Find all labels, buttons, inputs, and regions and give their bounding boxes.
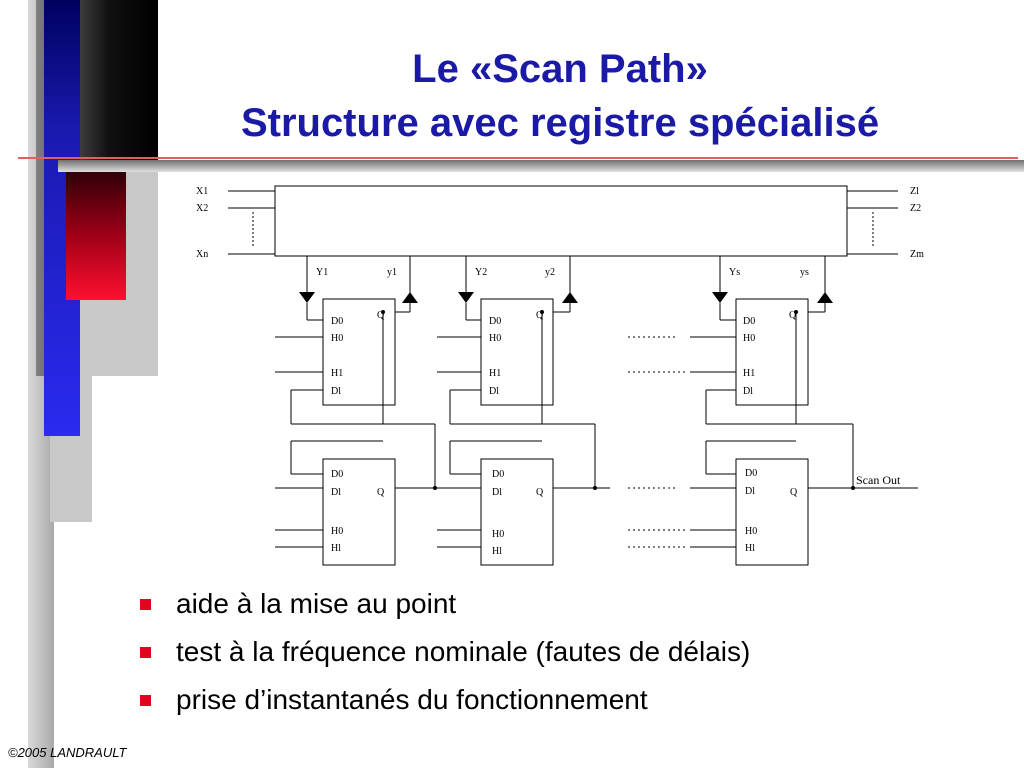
label-x2: X2	[196, 203, 208, 214]
label-scan-out: Scan Out	[856, 473, 901, 487]
ff-bottom-3-Q: Q	[790, 487, 798, 498]
ff-top-3-Dl: Dl	[743, 386, 753, 397]
label-y2: y2	[545, 267, 555, 278]
arrow-up-y2	[562, 292, 578, 303]
bullet-item: test à la fréquence nominale (fautes de …	[140, 628, 750, 676]
label-x1: X1	[196, 186, 208, 197]
bullet-square-icon	[140, 695, 151, 706]
ff-top-3-Q: Q	[789, 310, 797, 321]
ff-top-1-H1: H1	[331, 368, 343, 379]
bullet-item: aide à la mise au point	[140, 580, 750, 628]
label-xn: Xn	[196, 249, 208, 260]
combinational-block	[274, 185, 848, 257]
label-zm: Zm	[910, 249, 924, 260]
ff-bottom-2-Hl: Hl	[492, 546, 502, 557]
ff-bottom-1-D0: D0	[331, 469, 343, 480]
ff-bottom-3-H0: H0	[745, 526, 757, 537]
slide-title-line2: Structure avec registre spécialisé	[240, 101, 880, 145]
ff-bottom-2-Dl: Dl	[492, 487, 502, 498]
ff-bottom-1-Q: Q	[377, 487, 385, 498]
ff-top-3-H0: H0	[743, 333, 755, 344]
arrow-up-y1	[402, 292, 418, 303]
label-Y1: Y1	[316, 267, 328, 278]
ff-bottom-2-D0: D0	[492, 469, 504, 480]
arrow-up-ys	[817, 292, 833, 303]
bullet-square-icon	[140, 599, 151, 610]
ff-bottom-2-Q: Q	[536, 487, 544, 498]
ff-top-1-Q: Q	[377, 310, 385, 321]
ff-bottom-3-Hl: Hl	[745, 543, 755, 554]
ff-top-1-D0: D0	[331, 316, 343, 327]
ff-bottom-1	[322, 458, 396, 566]
ff-bottom-1-Hl: Hl	[331, 543, 341, 554]
ff-bottom-2	[480, 458, 554, 566]
label-Ys: Ys	[729, 267, 740, 278]
bullet-text: prise d’instantanés du fonctionnement	[176, 684, 648, 715]
bullet-square-icon	[140, 647, 151, 658]
ff-top-2-H0: H0	[489, 333, 501, 344]
label-y1: y1	[387, 267, 397, 278]
scan-path-diagram: X1 X2 Xn Zl Z2 Zm Y1 y1 Y2 y2 Ys ys D0 H…	[196, 185, 924, 566]
bullet-text: test à la fréquence nominale (fautes de …	[176, 636, 751, 667]
ff-bottom-1-Dl: Dl	[331, 487, 341, 498]
ff-top-1-Dl: Dl	[331, 386, 341, 397]
ff-bottom-1-H0: H0	[331, 526, 343, 537]
ff-top-2	[480, 298, 554, 406]
deco-hline-red	[18, 157, 1018, 159]
ff-top-2-Dl: Dl	[489, 386, 499, 397]
slide-title-line1: Le «Scan Path»	[412, 47, 708, 91]
deco-hline-shadow	[58, 160, 1024, 172]
label-Y2: Y2	[475, 267, 487, 278]
ff-top-3-D0: D0	[743, 316, 755, 327]
arrow-down-Ys	[712, 292, 728, 303]
label-ys: ys	[800, 267, 809, 278]
ff-top-1-H0: H0	[331, 333, 343, 344]
ff-bottom-3-Dl: Dl	[745, 486, 755, 497]
ff-bottom-3-D0: D0	[745, 468, 757, 479]
arrow-down-Y2	[458, 292, 474, 303]
ff-top-1	[322, 298, 396, 406]
ff-bottom-3	[735, 458, 809, 566]
bullet-list: aide à la mise au point test à la fréque…	[140, 580, 750, 724]
deco-bar-red	[66, 172, 126, 300]
ff-top-2-D0: D0	[489, 316, 501, 327]
arrow-down-Y1	[299, 292, 315, 303]
ff-top-2-Q: Q	[536, 310, 544, 321]
ff-bottom-2-H0: H0	[492, 529, 504, 540]
ff-top-2-H1: H1	[489, 368, 501, 379]
footer-copyright: ©2005 LANDRAULT	[8, 745, 127, 760]
ff-top-3-H1: H1	[743, 368, 755, 379]
bullet-item: prise d’instantanés du fonctionnement	[140, 676, 750, 724]
ff-top-3	[735, 298, 809, 406]
label-z2: Z2	[910, 203, 921, 214]
label-z1: Zl	[910, 186, 919, 197]
bullet-text: aide à la mise au point	[176, 588, 457, 619]
